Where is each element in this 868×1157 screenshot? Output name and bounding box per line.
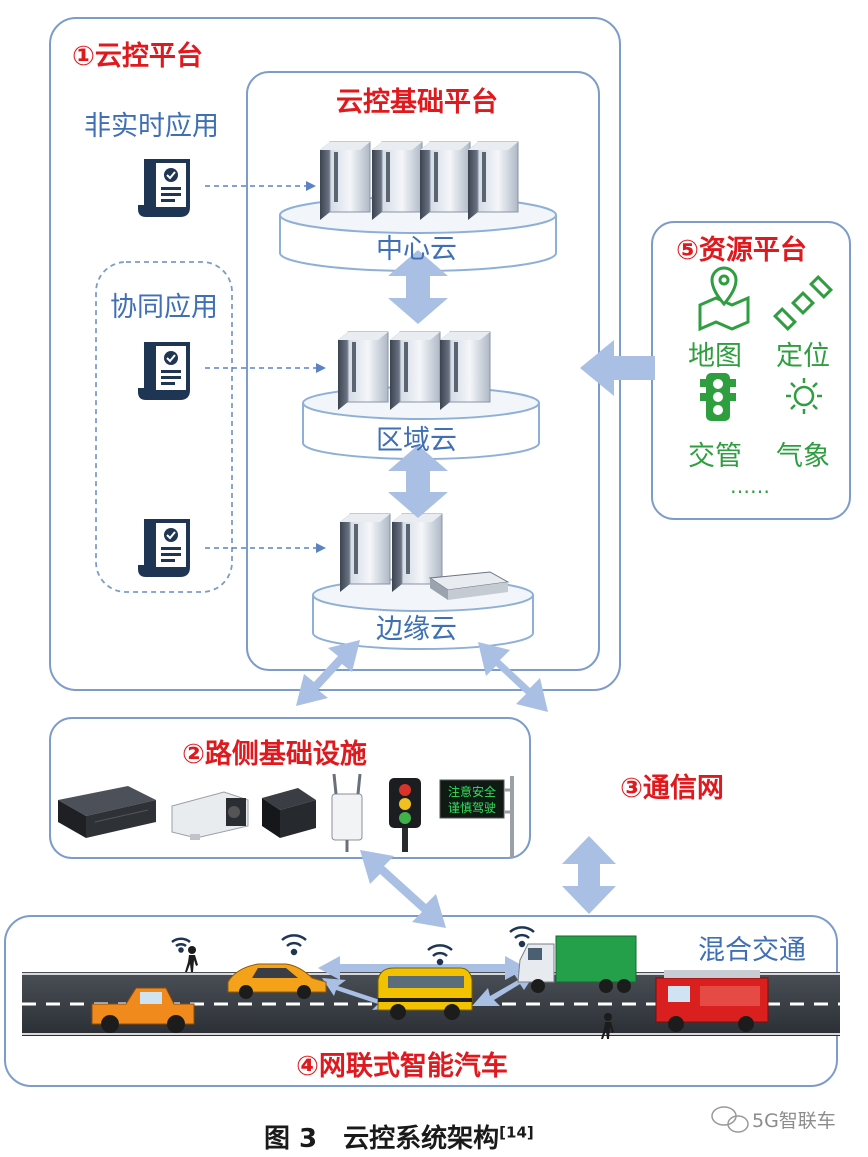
resource-item-positioning: 定位 xyxy=(776,341,830,372)
resource-item-traffic-control: 交管 xyxy=(688,441,742,472)
camera xyxy=(171,791,249,840)
message-sign: 注意安全 谨慎驾驶 xyxy=(439,776,514,858)
pedestrian-2 xyxy=(601,1013,614,1039)
resource-platform-title: ⑤资源平台 xyxy=(676,235,807,266)
school-bus xyxy=(377,967,473,1020)
roadside-title: ②路侧基础设施 xyxy=(182,739,367,770)
wireless-ap xyxy=(331,773,363,852)
resource-more-ellipsis: …… xyxy=(730,474,770,498)
fire-truck xyxy=(655,970,769,1032)
edge-cloud-disk xyxy=(312,578,534,650)
region-cloud-label: 区域云 xyxy=(376,425,457,456)
collab-app-label: 协同应用 xyxy=(110,292,218,323)
vehicles-title: ④网联式智能汽车 xyxy=(296,1051,508,1082)
center-cloud-label: 中心云 xyxy=(376,234,457,265)
map-icon xyxy=(698,266,750,332)
pedestrian-1 xyxy=(185,946,198,972)
region-cloud-servers xyxy=(337,331,491,411)
roadside-devices: 注意安全 谨慎驾驶 xyxy=(58,773,514,858)
collab-app-frame xyxy=(95,261,233,593)
resource-to-cloud-arrow xyxy=(580,340,655,396)
edge-to-roadside-arrow xyxy=(296,640,360,706)
wechat-icon xyxy=(711,1106,749,1133)
collab-doc-icon-1 xyxy=(137,341,191,401)
non-realtime-doc-icon xyxy=(137,158,191,218)
center-region-arrow xyxy=(388,250,448,324)
roadside-frame xyxy=(49,717,531,859)
edge-gateway-box xyxy=(428,571,510,600)
collab-doc-icon-2 xyxy=(137,518,191,578)
wifi-icon xyxy=(171,926,535,966)
edge-cloud-label: 边缘云 xyxy=(376,614,457,645)
satellite-icon xyxy=(772,274,834,332)
caption-text: 图 3 云控系统架构 xyxy=(264,1124,500,1154)
pickup-truck xyxy=(91,987,195,1033)
center-cloud-servers xyxy=(319,141,519,221)
sun-icon xyxy=(786,378,822,414)
base-platform-title: 云控基础平台 xyxy=(336,87,498,118)
cloud-platform-frame xyxy=(49,17,621,691)
rsu-box xyxy=(58,786,156,838)
network-title: ③通信网 xyxy=(620,773,724,804)
sign-line-2: 谨慎驾驶 xyxy=(448,800,496,815)
caption-ref: [14] xyxy=(499,1123,534,1142)
edge-to-network-arrow xyxy=(478,642,548,712)
non-realtime-app-label: 非实时应用 xyxy=(84,111,219,142)
region-edge-arrow xyxy=(388,445,448,518)
traffic-light-icon xyxy=(700,373,736,421)
roadside-to-vehicles-arrow xyxy=(360,850,446,928)
radar-unit xyxy=(262,788,316,838)
roadside-traffic-light xyxy=(389,778,421,852)
cloud-platform-title: ①云控平台 xyxy=(72,41,203,72)
resource-item-map: 地图 xyxy=(688,341,742,372)
figure-caption: 图 3 云控系统架构[14] xyxy=(264,1118,534,1155)
traffic-title: 混合交通 xyxy=(698,935,806,966)
resource-item-weather: 气象 xyxy=(776,441,830,472)
sign-line-1: 注意安全 xyxy=(448,784,496,799)
cargo-truck xyxy=(517,935,637,993)
watermark-text: 5G智联车 xyxy=(752,1110,836,1132)
network-to-vehicles-arrow xyxy=(562,836,616,914)
edge-cloud-servers xyxy=(339,513,510,600)
sports-car xyxy=(227,963,327,999)
doc-connectors xyxy=(205,181,326,553)
